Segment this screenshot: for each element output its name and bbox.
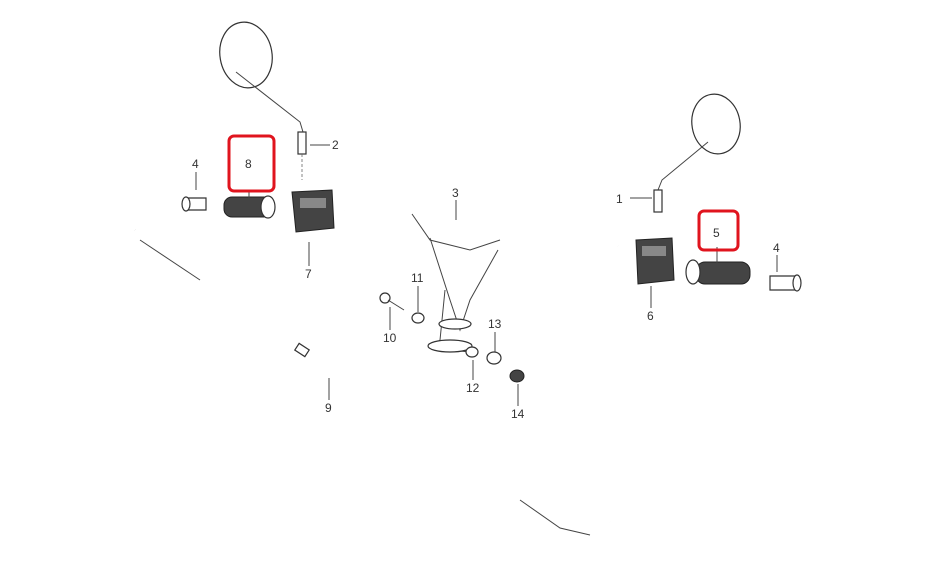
- left-mirror: [219, 21, 307, 180]
- highlight-box-5: [697, 209, 740, 252]
- callout-4-right: 4: [773, 241, 780, 255]
- callout-2: 2: [332, 138, 339, 152]
- callout-6: 6: [647, 309, 654, 323]
- callout-8: 8: [245, 157, 252, 171]
- left-grip: [181, 195, 276, 219]
- callout-11: 11: [411, 271, 424, 285]
- right-mirror: [653, 93, 741, 213]
- callout-1: 1: [616, 192, 623, 206]
- right-grip: [685, 259, 802, 292]
- callout-12: 12: [466, 381, 480, 395]
- callout-7: 7: [305, 267, 312, 281]
- right-switch-housing: [635, 237, 675, 285]
- handlebar: [344, 205, 619, 353]
- callout-3: 3: [452, 186, 459, 200]
- callout-labels: 1 2 3 4 4 5 6 7 8 9 10 11 12 13 14: [192, 138, 780, 421]
- highlight-box-8: [227, 134, 276, 193]
- left-switch-housing: [291, 189, 335, 233]
- callout-5: 5: [713, 226, 720, 240]
- callout-9: 9: [325, 401, 332, 415]
- callout-10: 10: [383, 331, 397, 345]
- callout-14: 14: [511, 407, 525, 421]
- throttle-cable: [133, 229, 611, 536]
- fasteners: [379, 292, 525, 383]
- callout-13: 13: [488, 317, 502, 331]
- callout-4-left: 4: [192, 157, 199, 171]
